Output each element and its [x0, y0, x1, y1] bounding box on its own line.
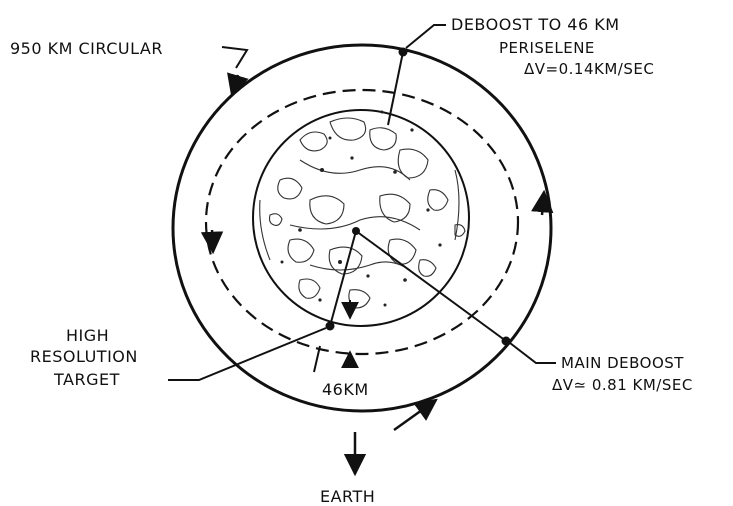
- deboost-label-leader: [405, 24, 446, 49]
- periselene-deboost-point: [398, 47, 408, 57]
- main-deboost-label-leader: [509, 342, 556, 364]
- moon-craters: [280, 110, 442, 307]
- circular-orbit: [171, 43, 553, 413]
- target-label-line3: TARGET: [53, 370, 120, 389]
- target-radius-line: [329, 230, 357, 327]
- circular-label-leader: [221, 46, 249, 69]
- target-label-line2: RESOLUTION: [30, 347, 138, 366]
- circular-orbit-label: 950 KM CIRCULAR: [10, 39, 163, 58]
- ascending-direction-arrow-icon: [531, 189, 554, 216]
- target-label-leader: [168, 327, 327, 381]
- deboost-label-line1: DEBOOST TO 46 KM: [451, 15, 620, 34]
- altitude-tick-left: [313, 345, 321, 373]
- circular-orbit-direction-arrow-icon: [227, 72, 249, 98]
- deboost-orbit-direction-arrow-icon: [200, 229, 224, 255]
- target-label-line1: HIGH: [66, 326, 109, 345]
- periselene-marker-line: [387, 51, 404, 126]
- altitude-label: 46KM: [322, 380, 369, 399]
- main-deboost-point: [501, 336, 511, 346]
- moon-surface-features: [259, 117, 466, 309]
- deboost-orbit: [204, 88, 520, 356]
- main-deboost-radius-line: [355, 230, 507, 342]
- deboost-label-line2: PERISELENE: [499, 39, 595, 57]
- deboost-label-line3: ΔV=0.14KM/SEC: [524, 60, 654, 78]
- main-deboost-label-line1: MAIN DEBOOST: [561, 354, 684, 372]
- moon: [252, 109, 470, 327]
- approach-trajectory-arrow-icon: [393, 398, 438, 432]
- main-deboost-label-line2: ΔV≃ 0.81 KM/SEC: [552, 376, 693, 394]
- moon-disk: [252, 109, 470, 327]
- earth-label: EARTH: [320, 487, 375, 506]
- high-resolution-target-point: [325, 321, 335, 331]
